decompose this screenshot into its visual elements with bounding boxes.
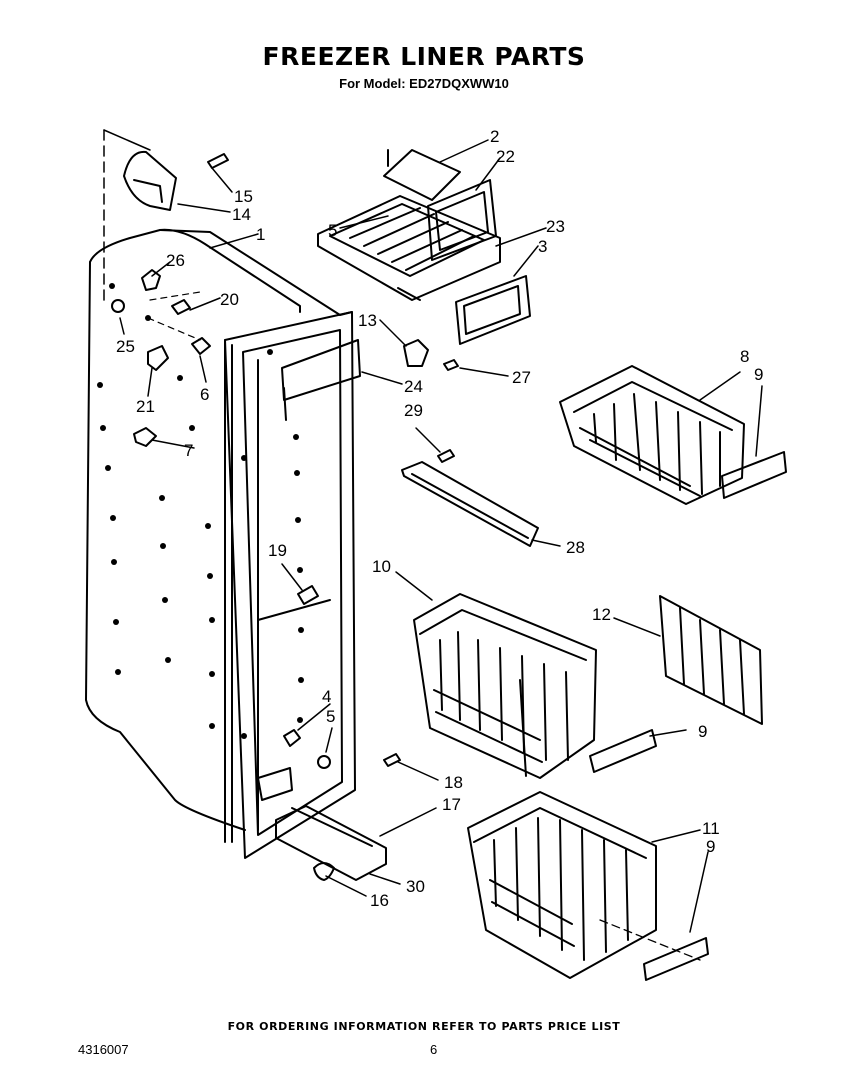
callout-1: 1 bbox=[256, 225, 265, 244]
callout-13: 13 bbox=[358, 311, 377, 330]
callout-14: 14 bbox=[232, 205, 251, 224]
callout-11: 11 bbox=[702, 819, 720, 838]
callout-19: 19 bbox=[268, 541, 287, 560]
callout-2: 2 bbox=[490, 127, 499, 146]
callout-18: 18 bbox=[444, 773, 463, 792]
callout-30: 30 bbox=[406, 877, 425, 896]
callout-28: 28 bbox=[566, 538, 585, 557]
callout-17: 17 bbox=[442, 795, 461, 814]
basket-drawings bbox=[413, 365, 787, 981]
callout-labels: 2 22 23 3 15 14 1 26 20 25 21 6 7 13 27 … bbox=[116, 127, 763, 910]
callout-27: 27 bbox=[512, 368, 531, 387]
page-title: FREEZER LINER PARTS bbox=[262, 42, 586, 71]
callout-29: 29 bbox=[404, 401, 423, 420]
leader-lines bbox=[119, 139, 763, 933]
page-number: 6 bbox=[430, 1042, 438, 1057]
callout-21: 21 bbox=[136, 397, 155, 416]
document-number: 4316007 bbox=[78, 1042, 129, 1057]
callout-5b: 5 bbox=[328, 221, 337, 240]
rail-part bbox=[401, 449, 539, 547]
callout-5a: 5 bbox=[326, 707, 335, 726]
callout-25: 25 bbox=[116, 337, 135, 356]
callout-4: 4 bbox=[322, 687, 331, 706]
callout-22: 22 bbox=[496, 147, 515, 166]
callout-6: 6 bbox=[200, 385, 209, 404]
callout-23: 23 bbox=[546, 217, 565, 236]
callout-8: 8 bbox=[740, 347, 749, 366]
callout-15: 15 bbox=[234, 187, 253, 206]
callout-7: 7 bbox=[184, 441, 193, 460]
bracket-parts bbox=[123, 150, 229, 211]
callout-9b: 9 bbox=[698, 722, 707, 741]
callout-12: 12 bbox=[592, 605, 611, 624]
callout-9a: 9 bbox=[754, 365, 763, 384]
ordering-info-note: FOR ORDERING INFORMATION REFER TO PARTS … bbox=[227, 1020, 621, 1033]
callout-9c: 9 bbox=[706, 837, 715, 856]
model-subtitle: For Model: ED27DQXWW10 bbox=[339, 76, 509, 91]
bottom-trim-parts bbox=[275, 753, 401, 881]
callout-16: 16 bbox=[370, 891, 389, 910]
callout-20: 20 bbox=[220, 290, 239, 309]
callout-26: 26 bbox=[166, 251, 185, 270]
freezer-liner-drawing bbox=[85, 129, 361, 859]
ice-shelf-assembly bbox=[317, 149, 531, 345]
callout-3: 3 bbox=[538, 237, 547, 256]
small-bracket-parts bbox=[403, 339, 459, 371]
callout-10: 10 bbox=[372, 557, 391, 576]
callout-24: 24 bbox=[404, 377, 423, 396]
